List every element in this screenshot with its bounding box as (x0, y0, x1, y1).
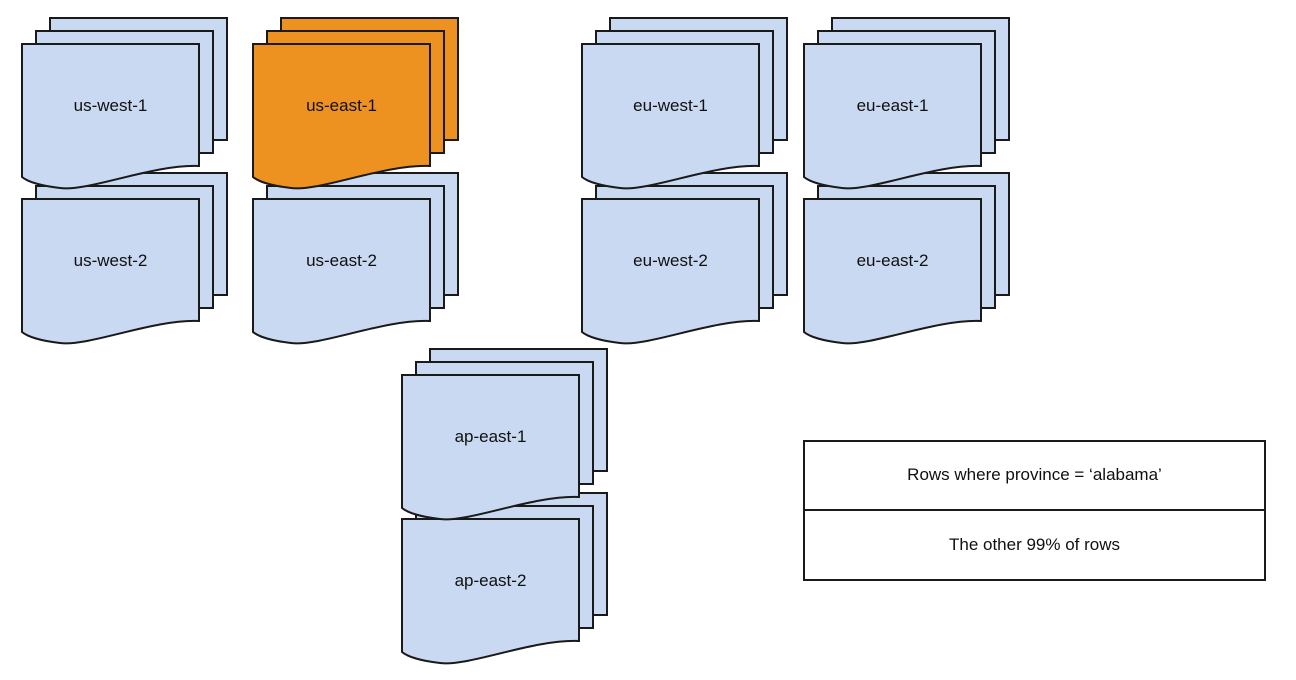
region-stack-eu-east-1[interactable]: eu-east-1 (802, 17, 1011, 197)
region-stack-eu-east-1-sheet-front (803, 43, 982, 190)
region-stack-us-east-1-sheet-front (252, 43, 431, 190)
region-stack-ap-east-1[interactable]: ap-east-1 (400, 348, 609, 528)
region-stack-us-east-2-sheet-front (252, 198, 431, 345)
region-stack-eu-east-2[interactable]: eu-east-2 (802, 172, 1011, 352)
region-stack-ap-east-2-sheet-front (401, 518, 580, 665)
region-stack-ap-east-1-sheet-front (401, 374, 580, 521)
region-stack-eu-west-2[interactable]: eu-west-2 (580, 172, 789, 352)
region-stack-eu-east-2-sheet-front (803, 198, 982, 345)
region-stack-us-west-1[interactable]: us-west-1 (20, 17, 229, 197)
region-stack-eu-west-1[interactable]: eu-west-1 (580, 17, 789, 197)
region-stack-us-west-2[interactable]: us-west-2 (20, 172, 229, 352)
region-stack-eu-west-2-sheet-front (581, 198, 760, 345)
region-stack-us-west-2-sheet-front (21, 198, 200, 345)
region-stack-ap-east-2[interactable]: ap-east-2 (400, 492, 609, 672)
region-stack-us-east-2[interactable]: us-east-2 (251, 172, 460, 352)
legend-row-orange: The other 99% of rows (805, 511, 1264, 580)
region-stack-us-east-1[interactable]: us-east-1 (251, 17, 460, 197)
region-stack-us-west-1-sheet-front (21, 43, 200, 190)
legend: Rows where province = ‘alabama’ The othe… (803, 440, 1266, 581)
legend-label-orange: The other 99% of rows (948, 534, 1121, 554)
legend-label-blue: Rows where province = ‘alabama’ (907, 465, 1162, 485)
legend-row-blue: Rows where province = ‘alabama’ (805, 442, 1264, 511)
region-stack-eu-west-1-sheet-front (581, 43, 760, 190)
